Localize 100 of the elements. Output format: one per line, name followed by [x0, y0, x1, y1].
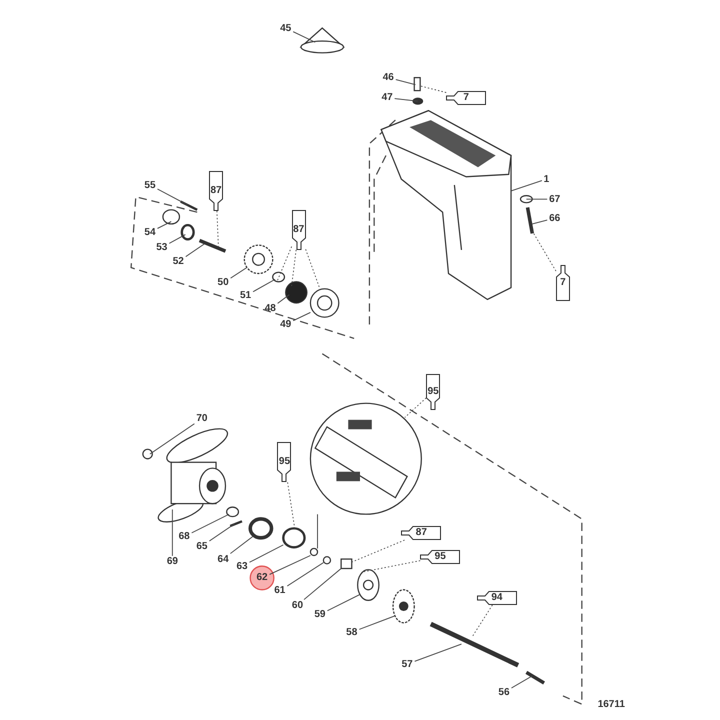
bushing-drawing — [162, 209, 180, 225]
leader-line — [230, 536, 254, 554]
callout-number: 95 — [434, 552, 446, 562]
leader-line — [404, 398, 427, 418]
callout-number: 54 — [142, 226, 158, 238]
leader-line — [292, 31, 316, 43]
leader-line — [414, 644, 462, 662]
leader-line — [350, 540, 405, 563]
callout-number: 64 — [216, 554, 231, 565]
ring-drawing — [248, 517, 274, 540]
washer-drawing — [322, 556, 332, 564]
callout-number: 66 — [547, 212, 562, 224]
bolt-drawing — [414, 77, 421, 92]
callout-number: 50 — [216, 277, 231, 288]
bushing-drawing — [272, 272, 286, 282]
gear-drawing — [392, 589, 415, 624]
bolt-drawing — [526, 207, 534, 234]
propeller-drawing — [158, 428, 228, 522]
anode-drawing — [299, 27, 346, 54]
callout-number: 48 — [262, 303, 278, 314]
leader-line — [150, 423, 195, 454]
callout-number: 56 — [496, 686, 512, 698]
leader-line — [277, 294, 290, 304]
sealant-tube — [446, 90, 486, 105]
callout-number: 7 — [560, 278, 566, 288]
leader-line — [269, 555, 311, 575]
callout-number: 1 — [542, 174, 551, 185]
washer-drawing — [412, 98, 424, 105]
leader-line — [168, 234, 186, 244]
callout-number: 95 — [278, 457, 290, 468]
sealant-tube — [476, 591, 517, 605]
sealant-tube — [426, 374, 440, 410]
shaft-drawing — [430, 622, 520, 668]
ring-drawing — [180, 224, 195, 240]
callout-number: 63 — [234, 560, 250, 572]
callout-number: 94 — [491, 593, 502, 603]
callout-number: 57 — [400, 658, 415, 670]
leader-line — [157, 188, 188, 206]
leader-line — [394, 98, 418, 102]
gear-drawing — [244, 244, 274, 274]
leader-line — [326, 594, 360, 612]
pin-drawing — [198, 238, 226, 253]
callout-number: 65 — [194, 540, 210, 552]
callout-number: 87 — [416, 528, 427, 538]
sealant-tube — [556, 264, 570, 301]
leader-line — [287, 482, 296, 532]
leader-line — [305, 248, 320, 290]
callout-number: 7 — [463, 92, 469, 103]
leader-line — [526, 198, 548, 200]
callout-number: 70 — [194, 413, 210, 424]
leader-line — [208, 523, 236, 542]
leader-line — [358, 615, 396, 630]
callout-number: 68 — [176, 531, 192, 542]
sealant-tube — [401, 526, 442, 540]
leader-line — [291, 249, 297, 287]
callout-number: 51 — [238, 290, 254, 302]
nut-drawing — [142, 448, 153, 460]
gearcase-housing-drawing — [380, 110, 512, 300]
callout-number: 45 — [278, 22, 294, 34]
leader-line — [286, 562, 324, 586]
callout-number: 52 — [170, 256, 186, 268]
leader-line — [252, 278, 276, 292]
callout-number: 49 — [278, 318, 294, 330]
leader-line — [395, 79, 416, 86]
leader-line — [532, 230, 556, 272]
leader-line — [292, 312, 311, 322]
washer-drawing — [226, 506, 240, 518]
gear-drawing — [285, 281, 308, 304]
leader-line — [185, 244, 205, 258]
callout-number: 87 — [210, 186, 222, 196]
leader-line — [216, 210, 219, 247]
detail-inset-drawing — [310, 402, 422, 515]
leader-line — [317, 514, 318, 549]
callout-number: 95 — [428, 386, 439, 396]
leader-line — [172, 509, 173, 556]
leader-line — [230, 267, 248, 279]
bearing-drawing — [310, 288, 340, 318]
leader-line — [510, 180, 542, 192]
leader-line — [277, 246, 292, 281]
callout-number: 47 — [380, 92, 395, 104]
callout-number: 55 — [142, 180, 158, 190]
washer-drawing — [520, 195, 533, 204]
washer-drawing — [310, 548, 318, 556]
sealant-tube — [292, 210, 306, 250]
callout-number: 61 — [272, 585, 288, 596]
leader-line — [191, 514, 230, 534]
leader-line — [472, 604, 493, 638]
leader-line — [532, 220, 548, 224]
pin-drawing — [230, 520, 242, 528]
callout-number: 53 — [154, 242, 170, 254]
callout-number: 69 — [164, 556, 180, 567]
callout-number: 60 — [290, 600, 305, 611]
sealant-tube — [420, 550, 460, 564]
callout-number: 58 — [344, 626, 360, 638]
leader-line — [304, 568, 342, 600]
sealant-tube — [209, 170, 224, 211]
callout-number: 46 — [380, 72, 396, 84]
leader-line — [362, 560, 421, 572]
leader-line — [157, 221, 172, 229]
callout-number: 59 — [312, 609, 328, 620]
